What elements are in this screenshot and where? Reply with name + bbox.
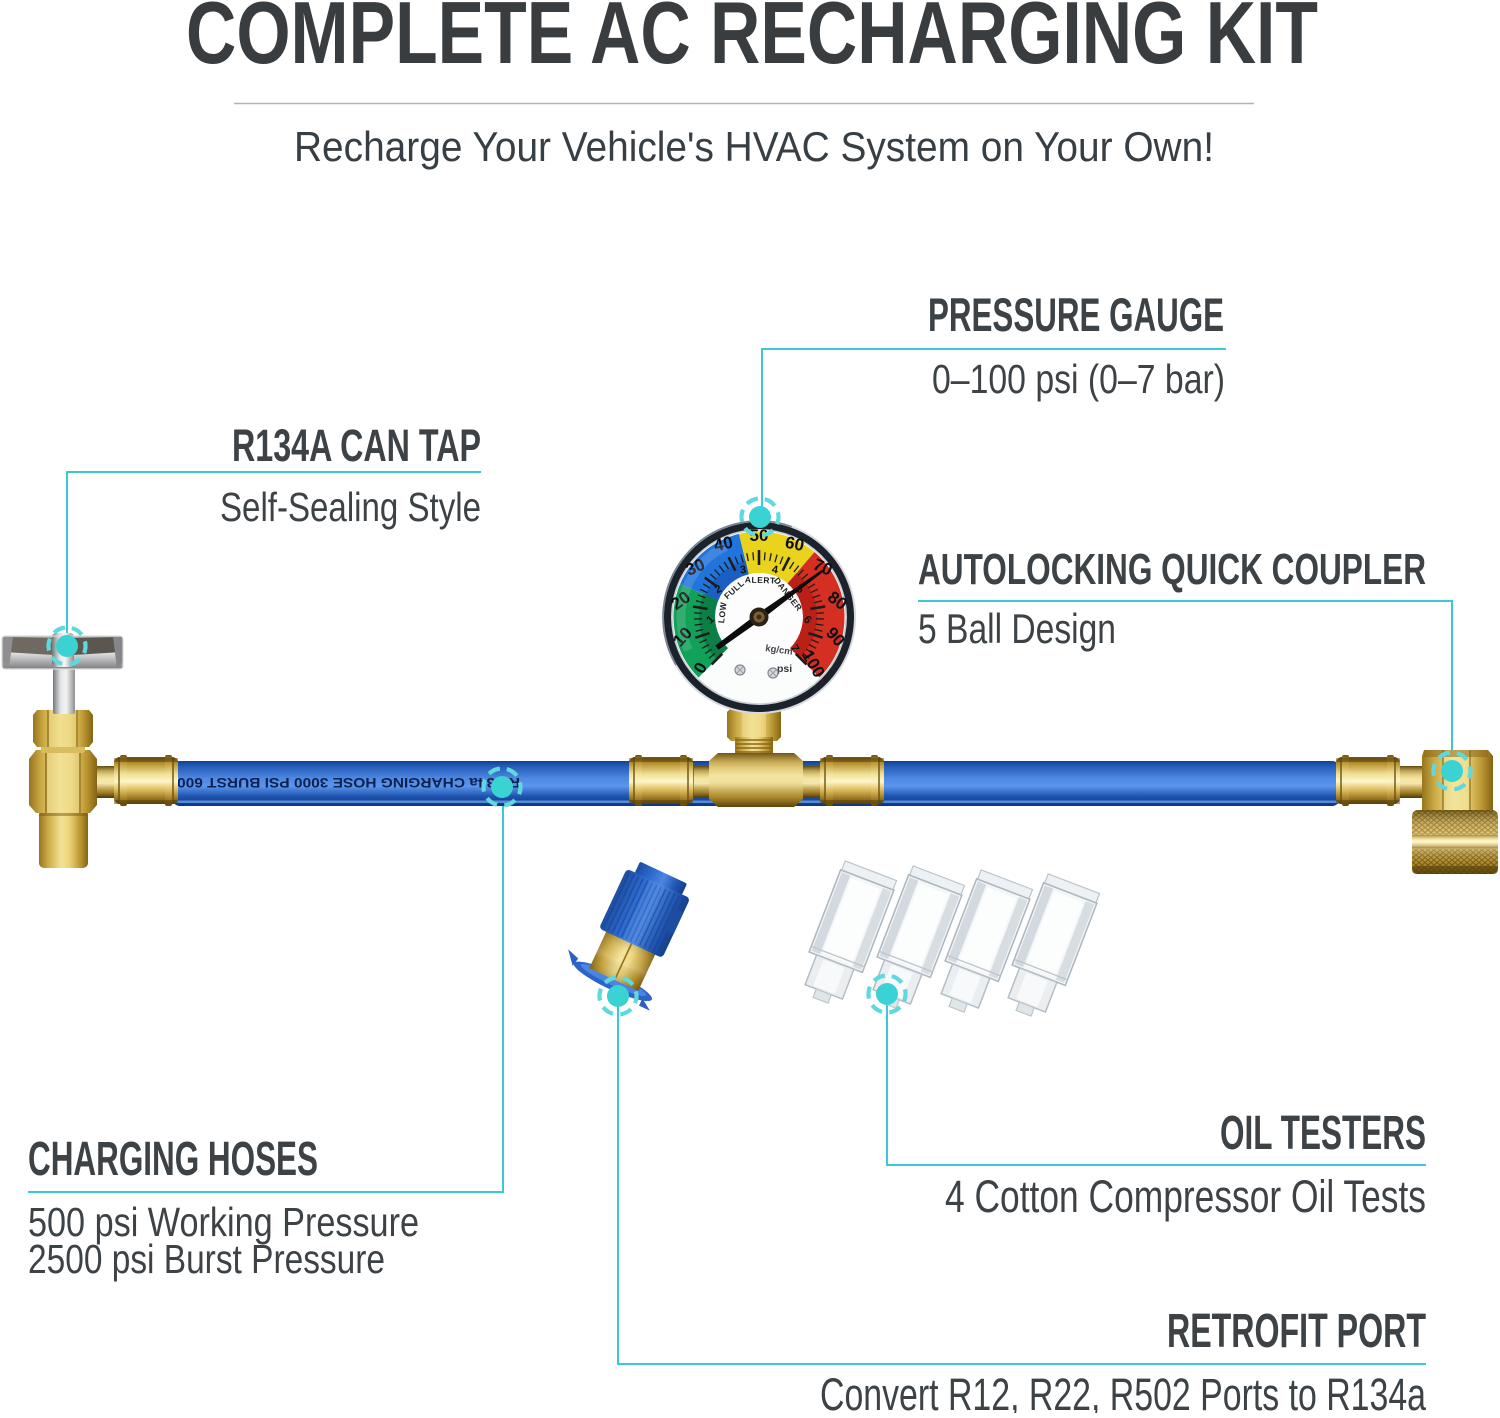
svg-text:AUTOLOCKING QUICK COUPLER: AUTOLOCKING QUICK COUPLER (918, 545, 1426, 594)
svg-text:Convert R12, R22, R502 Ports t: Convert R12, R22, R502 Ports to R134a (820, 1369, 1427, 1413)
svg-text:COMPLETE AC RECHARGING KIT: COMPLETE AC RECHARGING KIT (186, 0, 1318, 82)
svg-text:4 Cotton Compressor Oil Tests: 4 Cotton Compressor Oil Tests (945, 1171, 1426, 1222)
svg-text:RETROFIT PORT: RETROFIT PORT (1167, 1305, 1426, 1358)
svg-text:R134A CAN TAP: R134A CAN TAP (232, 420, 481, 471)
svg-text:PRESSURE GAUGE: PRESSURE GAUGE (928, 288, 1224, 341)
svg-text:0–100 psi (0–7 bar): 0–100 psi (0–7 bar) (932, 356, 1225, 402)
svg-text:ALERT: ALERT (745, 574, 776, 585)
svg-text:Self-Sealing Style: Self-Sealing Style (220, 484, 481, 530)
svg-text:R-134a CHARGING HOSE 3000 PSI: R-134a CHARGING HOSE 3000 PSI BURST 600 (177, 775, 520, 790)
svg-text:psi: psi (777, 663, 792, 675)
svg-text:60: 60 (783, 533, 805, 556)
svg-text:5 Ball Design: 5 Ball Design (918, 605, 1116, 652)
svg-text:Recharge Your Vehicle's HVAC S: Recharge Your Vehicle's HVAC System on Y… (294, 123, 1214, 170)
svg-text:CHARGING HOSES: CHARGING HOSES (28, 1133, 318, 1186)
svg-text:OIL TESTERS: OIL TESTERS (1220, 1107, 1426, 1160)
svg-text:2500 psi Burst Pressure: 2500 psi Burst Pressure (28, 1236, 385, 1282)
